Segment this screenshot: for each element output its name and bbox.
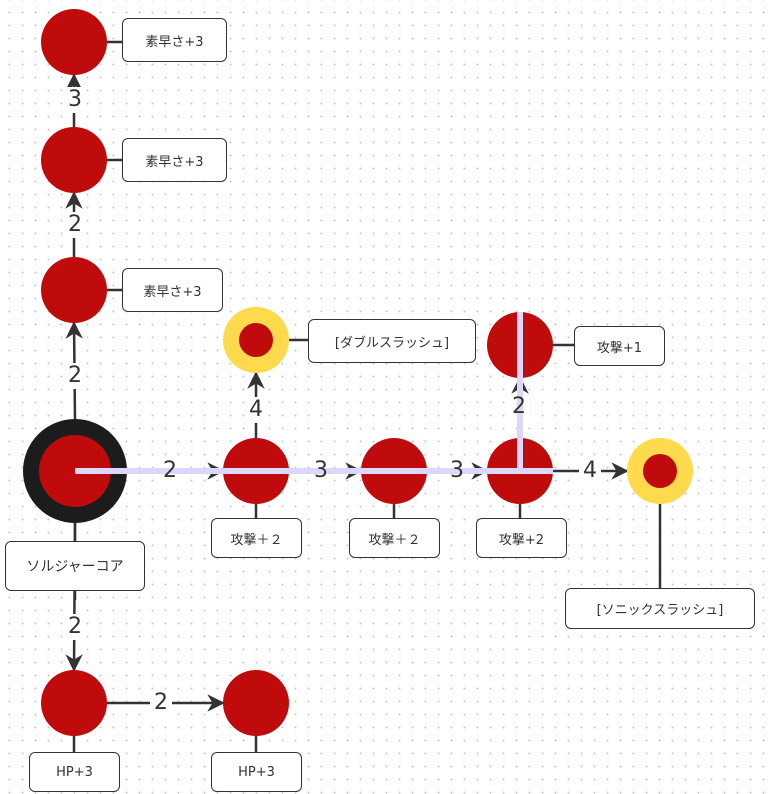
- cost-background: [64, 614, 86, 640]
- edge-cost-label: 3: [450, 458, 464, 483]
- node-spd3[interactable]: [41, 9, 107, 75]
- edge-cost-label: 2: [68, 614, 82, 639]
- node-spd2[interactable]: [41, 127, 107, 193]
- cost-background: [64, 87, 86, 113]
- node-spd1[interactable]: [41, 257, 107, 323]
- edge-cost-label: 2: [68, 363, 82, 388]
- edge-cost-label: 2: [154, 690, 168, 715]
- cost-background: [64, 212, 86, 238]
- node-sonic[interactable]: [627, 438, 693, 504]
- node-label-double[interactable]: [ダブルスラッシュ]: [308, 319, 476, 363]
- cost-background: [64, 363, 86, 389]
- node-label-atk3[interactable]: 攻撃+2: [476, 518, 567, 558]
- edge-cost-label: 2: [68, 212, 82, 237]
- edge-cost-label: 4: [249, 397, 263, 422]
- cost-background: [579, 458, 601, 484]
- edge-cost-label: 4: [583, 458, 597, 483]
- edge-cost-label: 3: [314, 458, 328, 483]
- node-label-core[interactable]: ソルジャーコア: [5, 541, 145, 591]
- node-label-atk4[interactable]: 攻撃+1: [574, 326, 665, 366]
- node-label-spd2[interactable]: 素早さ+3: [122, 138, 227, 182]
- node-hp2[interactable]: [223, 670, 289, 736]
- node-label-hp1[interactable]: HP+3: [29, 752, 120, 792]
- node-label-sonic[interactable]: [ソニックスラッシュ]: [565, 588, 755, 629]
- cost-background: [245, 397, 267, 423]
- cost-background: [150, 690, 172, 716]
- node-label-atk1[interactable]: 攻撃＋２: [211, 518, 302, 558]
- edge-cost-label: 3: [68, 87, 82, 112]
- edge-cost-label: 2: [512, 394, 526, 419]
- node-label-spd3[interactable]: 素早さ+3: [122, 18, 227, 62]
- node-label-atk2[interactable]: 攻撃＋２: [349, 518, 440, 558]
- edge-cost-label: 2: [163, 458, 177, 483]
- node-label-spd1[interactable]: 素早さ+3: [122, 268, 223, 312]
- node-hp1[interactable]: [41, 670, 107, 736]
- node-label-hp2[interactable]: HP+3: [211, 752, 302, 792]
- node-double[interactable]: [223, 307, 289, 373]
